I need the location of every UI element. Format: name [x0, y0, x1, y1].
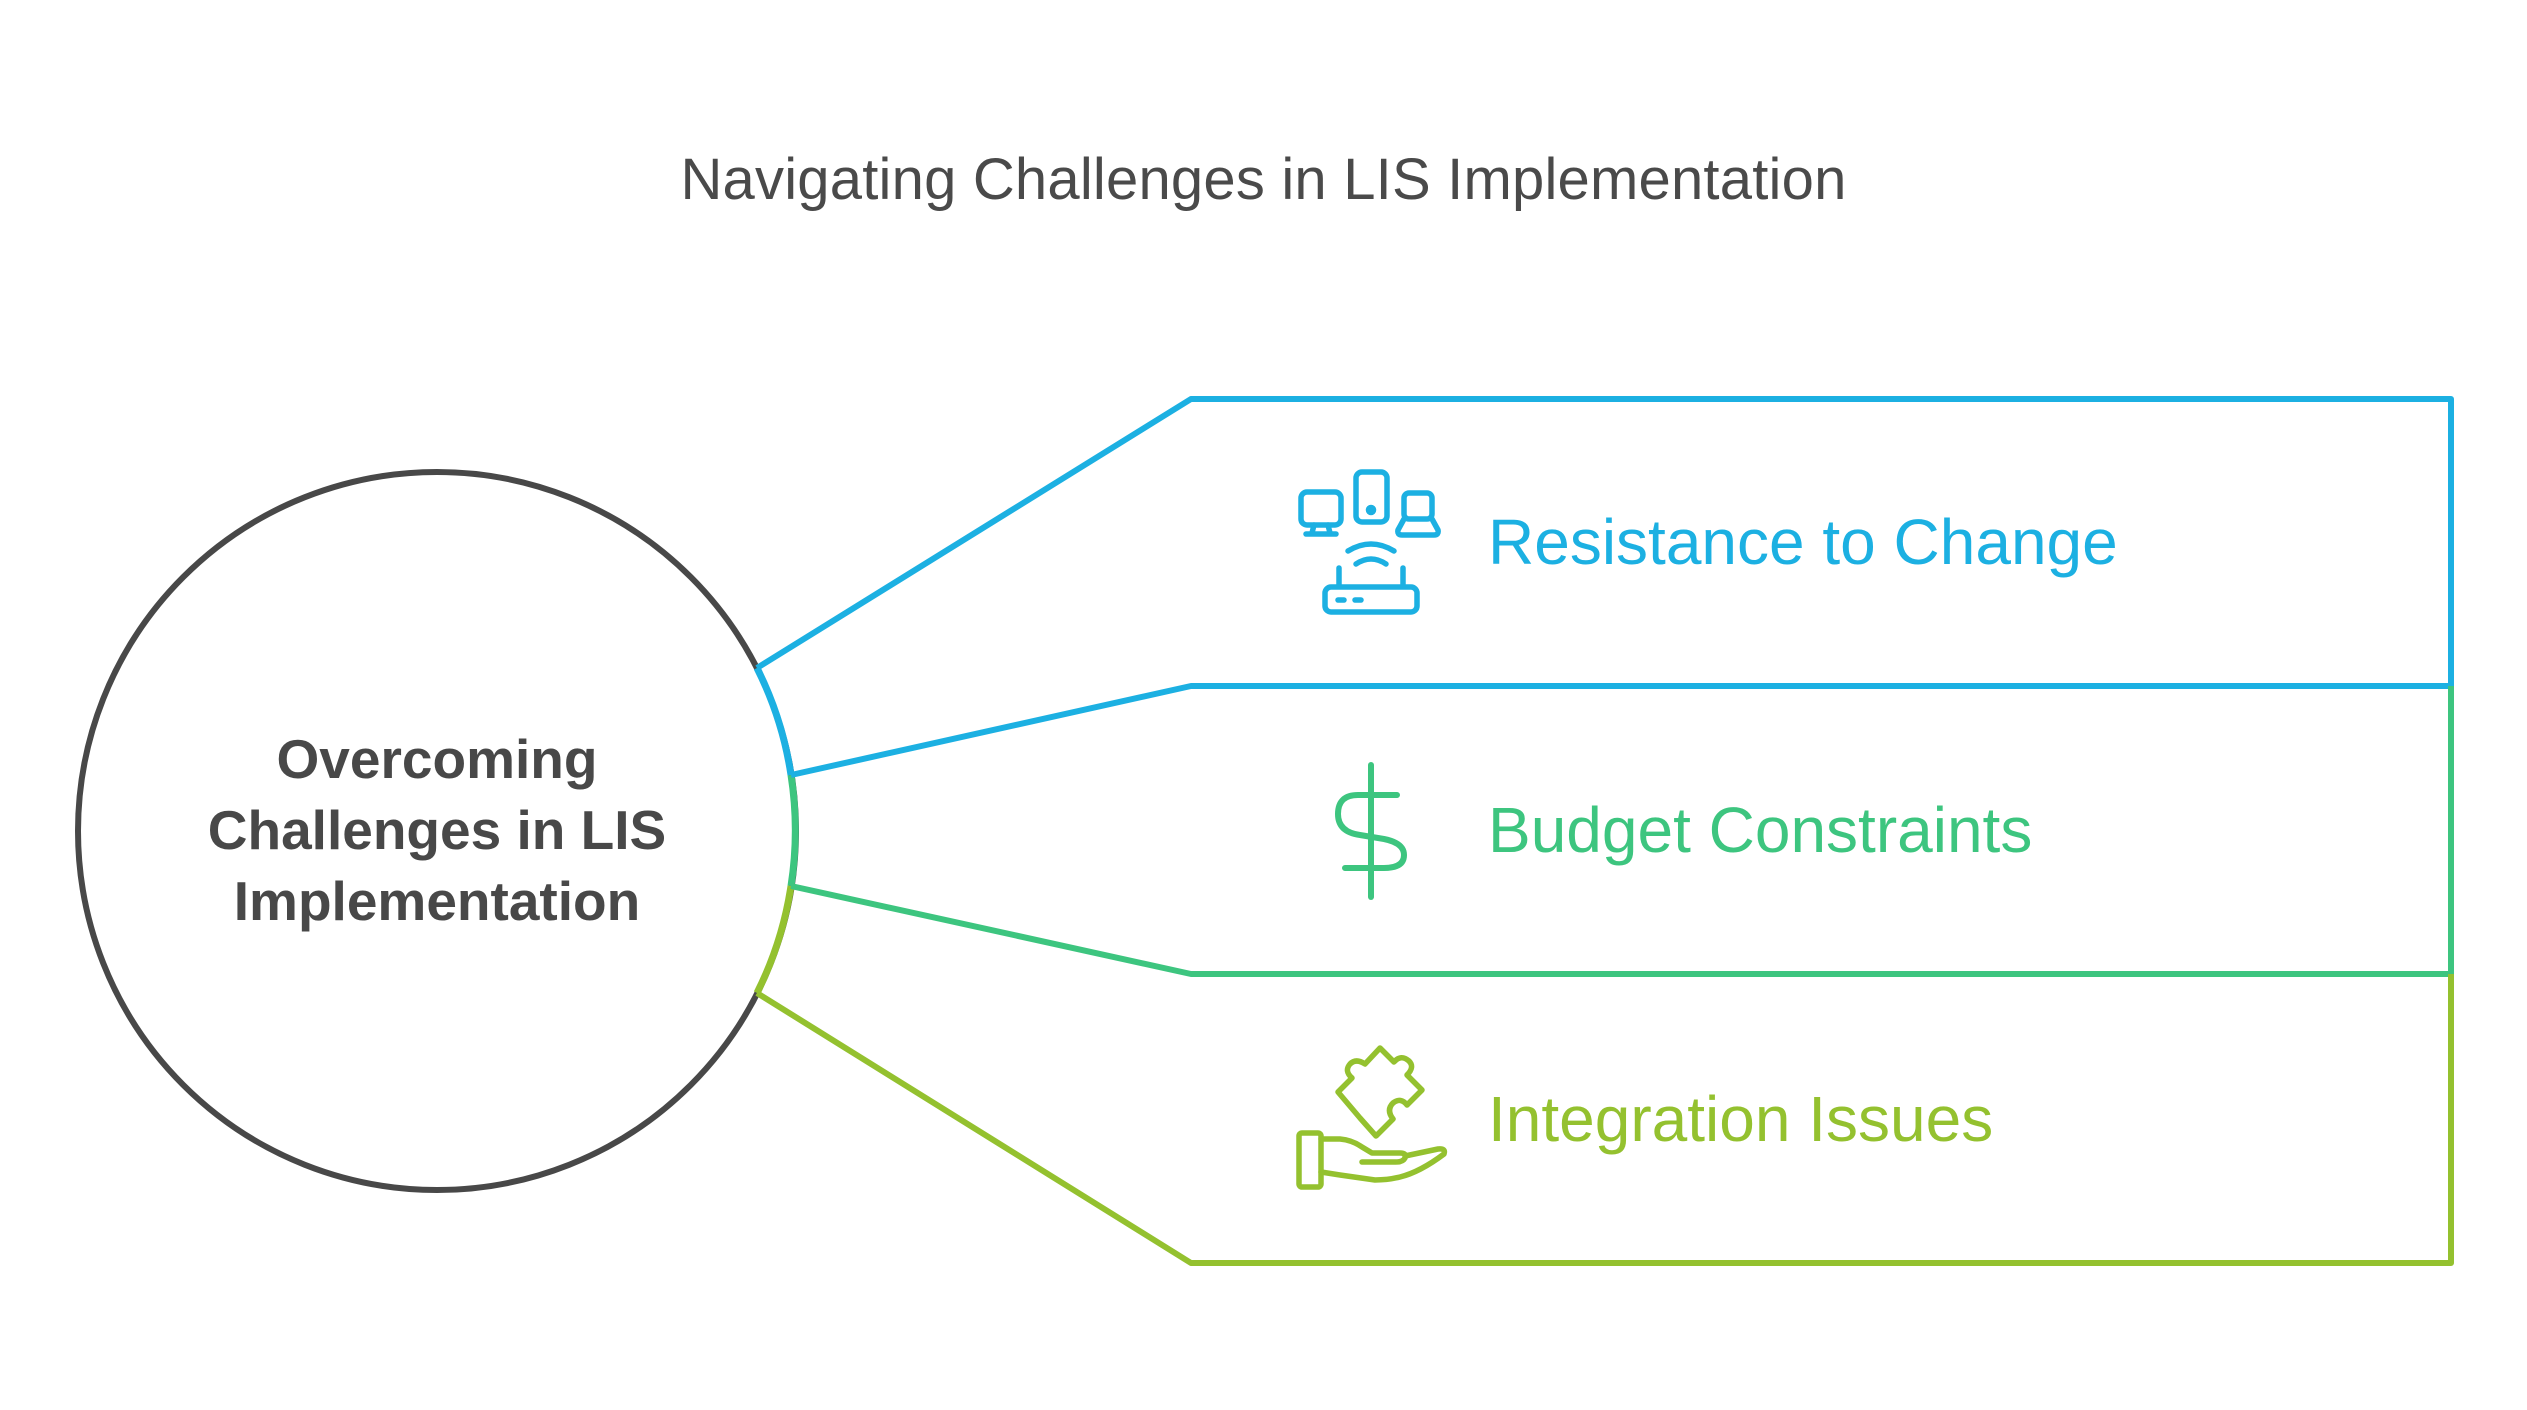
item-label-resistance: Resistance to Change	[1488, 506, 2118, 578]
section-frame-2	[790, 686, 2454, 977]
dollar-s-stroke	[1335, 792, 1407, 871]
devices-router-icon	[1298, 469, 1441, 615]
hand-puzzle-icon	[1296, 1045, 1448, 1190]
center-label: Overcoming Challenges in LIS Implementat…	[137, 724, 737, 937]
section-frame-1	[755, 396, 2454, 778]
item-label-integration: Integration Issues	[1488, 1083, 1994, 1155]
center-label-line: Challenges in LIS	[207, 799, 667, 861]
arc-segment-1	[753, 666, 795, 776]
center-label-line: Implementation	[233, 870, 641, 932]
item-label-budget: Budget Constraints	[1488, 794, 2033, 866]
center-label-line: Overcoming	[276, 728, 598, 790]
arc-segment-3	[753, 885, 795, 995]
arc-segment-2	[787, 774, 799, 887]
section-frame-3	[755, 974, 2454, 1266]
diagram-title: Navigating Challenges in LIS Implementat…	[680, 147, 1847, 212]
